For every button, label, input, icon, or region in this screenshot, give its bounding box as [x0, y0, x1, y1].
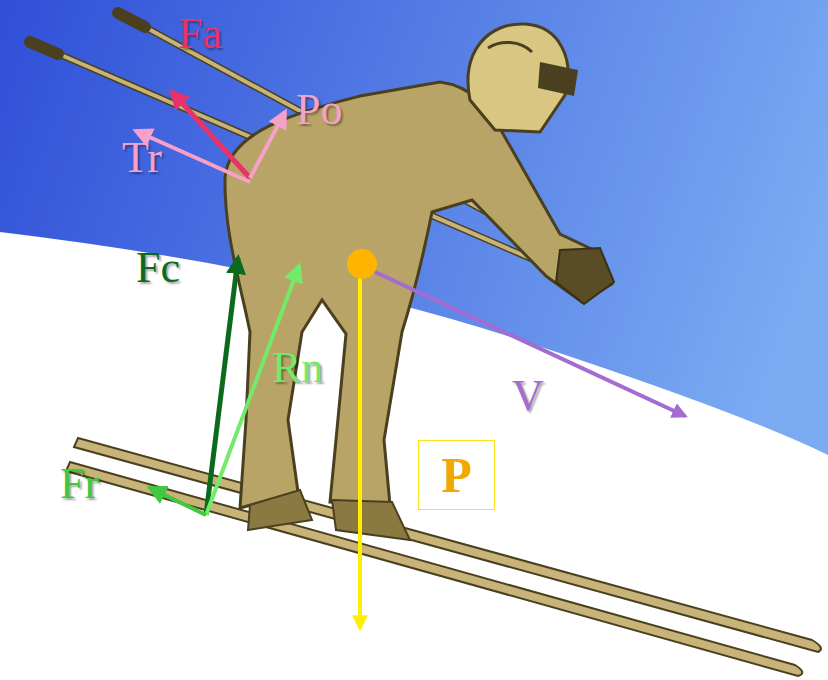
glove	[556, 248, 614, 304]
snow-slope	[0, 232, 828, 680]
weight-label-box: P	[418, 440, 495, 510]
force-label: Po	[296, 88, 342, 132]
velocity-label: V	[512, 374, 544, 418]
helmet	[468, 24, 578, 132]
force-label: Fa	[178, 12, 222, 56]
force-arrows	[136, 92, 685, 628]
force-label: Rn	[272, 346, 323, 390]
boot	[248, 490, 312, 530]
force-label: Tr	[122, 136, 162, 180]
force-label: Fr	[60, 462, 99, 506]
force-label: Fc	[136, 246, 180, 290]
center-of-mass	[347, 249, 377, 279]
weight-label: P	[441, 450, 472, 500]
skis	[66, 438, 821, 676]
boot	[332, 500, 410, 540]
